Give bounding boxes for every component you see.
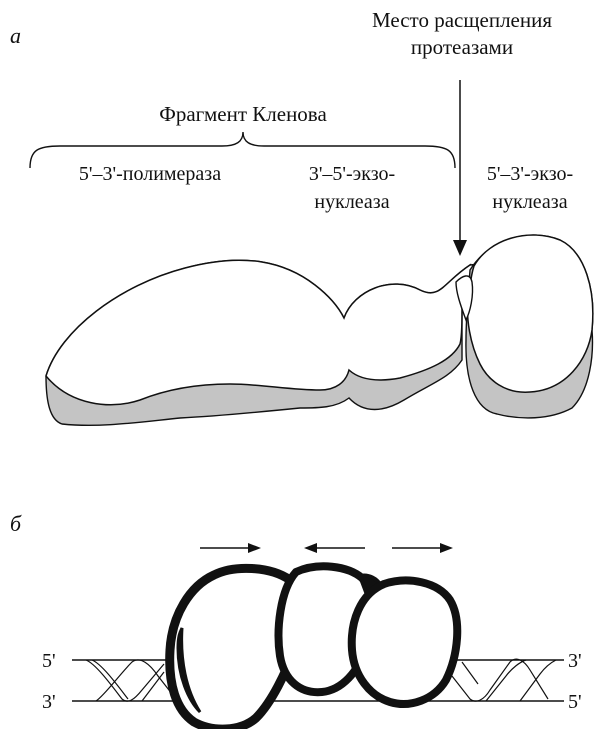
polymerase-domain-rim [176,627,202,714]
right-bottom-end-label: 5' [568,691,582,713]
helix-left [85,659,177,702]
arrow-right-2 [392,543,453,553]
domain-polymerase-label: 5'–3'-полимераза [79,163,221,185]
arrow-right-1 [200,543,261,553]
domain-exo53-line2: нуклеаза [492,191,567,213]
panel-b-label: б [10,511,22,536]
left-top-end-label: 5' [42,650,56,672]
domain-exo35-line2: нуклеаза [314,191,389,213]
helix-right [451,658,557,702]
klenow-fragment-label: Фрагмент Кленова [159,102,327,126]
domain-exo53-line1: 5'–3'-экзо- [487,163,573,185]
klenow-brace [29,131,456,169]
right-top-end-label: 3' [568,650,582,672]
left-bottom-end-label: 3' [42,691,56,713]
exo53-domain-body [466,234,594,393]
cleavage-label-line1: Место расщепления [372,8,552,32]
arrow-left [304,543,365,553]
cleavage-arrow [453,80,467,256]
exo53-small-domain-blob [347,576,462,708]
panel-a-label: а [10,23,21,48]
linker-loop [455,275,474,322]
domain-exo35-line1: 3'–5'-экзо- [309,163,395,185]
cleavage-label-line2: протеазами [411,35,513,59]
